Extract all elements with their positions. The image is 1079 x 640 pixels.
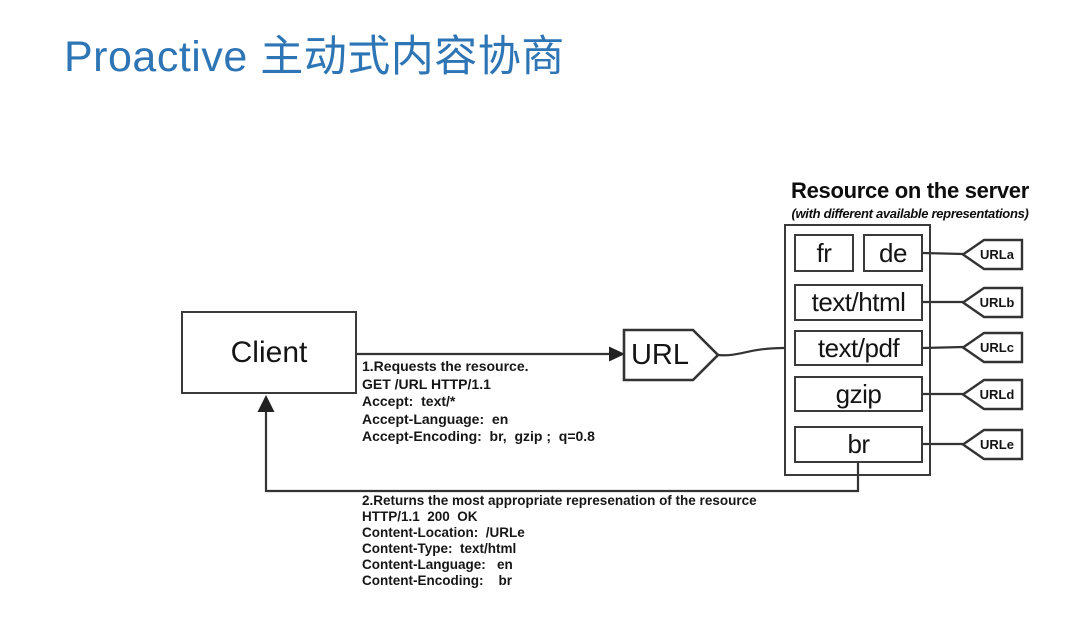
representation-box-text-pdf: text/pdf [794, 330, 923, 366]
response-line: Content-Location: /URLe [362, 525, 525, 540]
request-line: GET /URL HTTP/1.1 [362, 375, 491, 392]
response-line: HTTP/1.1 200 OK [362, 509, 478, 524]
representation-label: de [879, 237, 907, 268]
response-message: 2.Returns the most appropriate represena… [362, 493, 757, 589]
server-subheading: (with different available representation… [791, 206, 1029, 221]
representation-box-text-html: text/html [794, 284, 923, 321]
representation-label: fr [816, 237, 832, 268]
request-line: Accept-Encoding: br, gzip ; q=0.8 [362, 428, 595, 444]
representation-box-fr: fr [794, 234, 854, 272]
representation-label: text/pdf [817, 332, 900, 363]
representation-box-gzip: gzip [794, 376, 923, 412]
representation-box-de: de [863, 234, 923, 272]
url-tag-shape-a [960, 238, 1024, 271]
representation-label: br [847, 429, 870, 459]
return-arrowhead-icon [257, 395, 275, 412]
url-tag-label-c: URLc [980, 340, 1014, 355]
request-line: 1.Requests the resource. [362, 358, 529, 374]
response-line: Content-Encoding: br [362, 573, 512, 588]
url-tag-shape-e [960, 428, 1024, 461]
response-line: Content-Type: text/html [362, 541, 517, 556]
server-heading: Resource on the server [791, 178, 1029, 203]
representation-box-br: br [794, 426, 923, 463]
representation-label: text/html [811, 287, 906, 317]
request-line: Accept-Language: en [362, 410, 509, 427]
url-tag-shape-b [960, 286, 1024, 319]
server-box [784, 224, 931, 476]
response-line: Content-Language: en [362, 557, 513, 572]
request-message: 1.Requests the resource. GET /URL HTTP/1… [362, 358, 595, 446]
url-tag-shape-c [960, 331, 1024, 364]
representation-label: gzip [835, 378, 882, 409]
url-label: URL [630, 338, 689, 371]
url-tag-label-d: URLd [979, 387, 1015, 402]
client-label: Client [230, 335, 308, 369]
request-arrowhead-icon [609, 346, 625, 362]
page-title: Proactive 主动式内容协商 [64, 33, 565, 81]
request-line: Accept: text/* [362, 393, 456, 409]
server-heading-block: Resource on the server (with different a… [745, 178, 1075, 221]
client-box: Client [181, 311, 357, 394]
response-line: 2.Returns the most appropriate represena… [362, 493, 757, 508]
url-shape [622, 328, 720, 382]
url-to-server-curve [717, 346, 785, 357]
url-tag-label-b: URLb [979, 295, 1015, 310]
url-tag-shape-d [960, 378, 1024, 411]
url-tag-label-a: URLa [980, 247, 1014, 262]
return-path-line [264, 406, 860, 493]
url-tag-label-e: URLe [980, 437, 1014, 452]
